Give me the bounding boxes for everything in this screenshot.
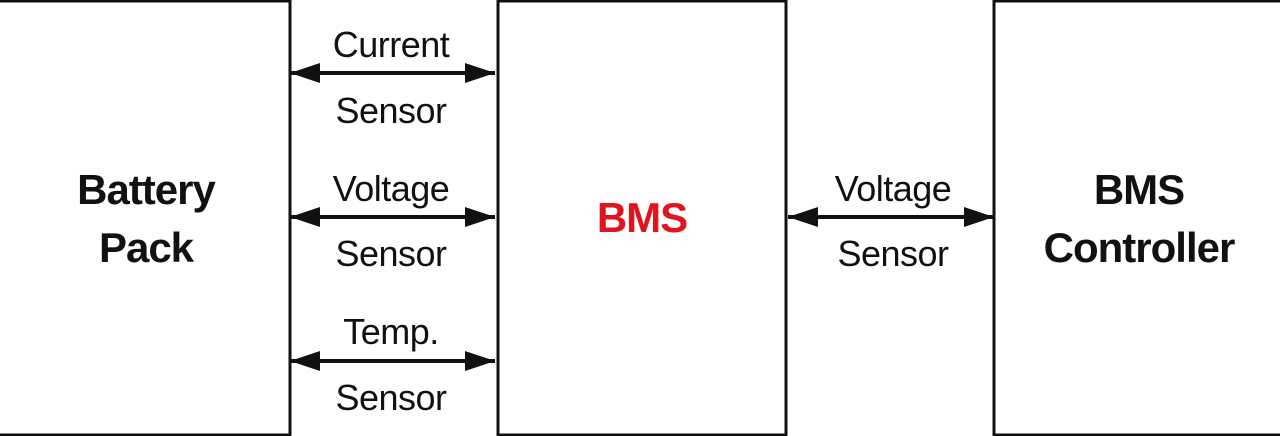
bms-controller-label-line1: BMS [1094, 166, 1184, 213]
bms-controller-label-line2: Controller [1044, 224, 1235, 271]
voltage-sensor-right-label-line2: Sensor [837, 233, 949, 274]
voltage-sensor-left-label-line1: Voltage [333, 168, 450, 209]
voltage-sensor-right-connection: Voltage Sensor [788, 168, 994, 274]
current-sensor-label-line1: Current [333, 24, 450, 65]
battery-pack-box [0, 0, 292, 436]
battery-pack-label-line2: Pack [99, 224, 195, 271]
bms-block: BMS [496, 0, 788, 436]
temp-sensor-label-line1: Temp. [343, 311, 439, 352]
temp-sensor-label-line2: Sensor [335, 377, 447, 418]
temp-sensor-connection: Temp. Sensor [290, 311, 495, 418]
bms-controller-block: BMS Controller [992, 0, 1280, 436]
bms-box [496, 0, 788, 436]
bms-label: BMS [597, 194, 687, 241]
voltage-sensor-left-label-line2: Sensor [335, 233, 447, 274]
current-sensor-connection: Current Sensor [290, 24, 495, 131]
battery-pack-label-line1: Battery [77, 166, 216, 213]
voltage-sensor-left-connection: Voltage Sensor [290, 168, 495, 274]
bms-controller-box [992, 0, 1280, 436]
voltage-sensor-right-label-line1: Voltage [835, 168, 952, 209]
current-sensor-label-line2: Sensor [335, 90, 447, 131]
battery-pack-block: Battery Pack [0, 0, 292, 436]
